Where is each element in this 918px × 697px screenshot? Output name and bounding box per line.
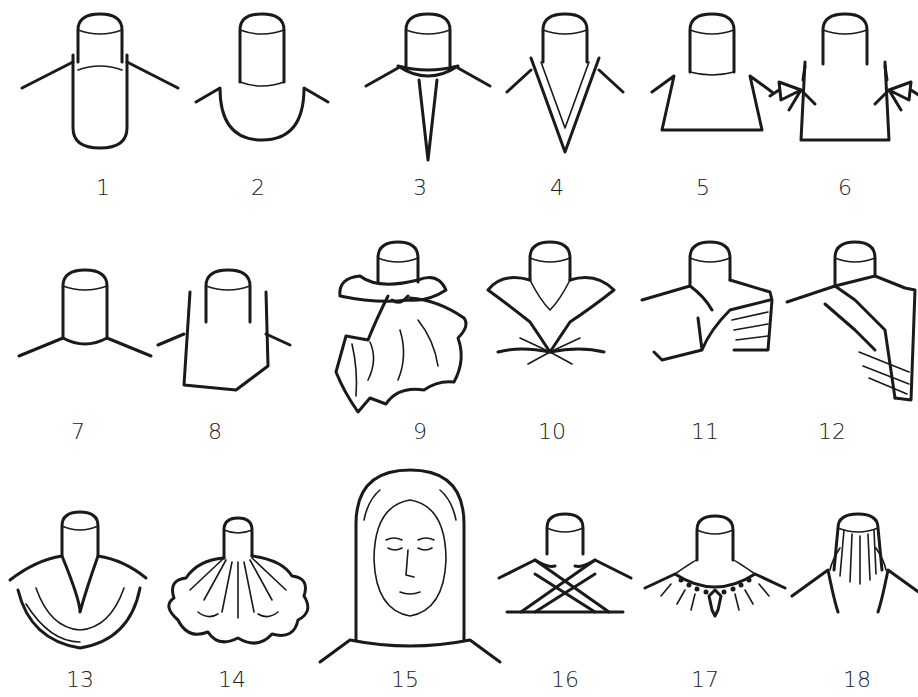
callout-number: 2 (251, 177, 265, 199)
neckline-figure (169, 518, 308, 643)
callout-number: 9 (413, 421, 427, 443)
callout-number: 13 (66, 669, 94, 691)
neckline-figure (787, 242, 915, 400)
neckline-figure (366, 14, 490, 160)
neckline-figure (770, 14, 918, 140)
callout-number: 3 (413, 177, 427, 199)
callout-number: 14 (218, 669, 246, 691)
callout-number: 18 (843, 669, 871, 691)
callout-number: 8 (208, 421, 222, 443)
callout-number: 6 (838, 177, 852, 199)
neckline-figure (645, 516, 785, 616)
neckline-figure (320, 470, 500, 662)
callout-number: 12 (818, 421, 846, 443)
neckline-figure (196, 14, 328, 140)
neckline-figure (642, 242, 772, 360)
neckline-figure (19, 270, 151, 356)
callout-number: 17 (691, 669, 719, 691)
neckline-figure (158, 270, 290, 390)
callout-number: 7 (71, 421, 85, 443)
neckline-figure (652, 14, 772, 130)
neckline-figure (507, 14, 623, 152)
callout-number: 16 (551, 669, 579, 691)
callout-number: 11 (691, 421, 719, 443)
callout-number: 4 (550, 177, 564, 199)
neckline-figure (499, 514, 631, 612)
callout-number: 5 (696, 177, 710, 199)
callout-number: 15 (391, 669, 419, 691)
neckline-figure (792, 514, 918, 612)
callout-number: 1 (96, 177, 110, 199)
neckline-figure (488, 242, 614, 364)
callout-number: 10 (538, 421, 566, 443)
neckline-figure (10, 512, 146, 648)
neckline-figure (336, 242, 466, 412)
neckline-figure (22, 14, 178, 148)
